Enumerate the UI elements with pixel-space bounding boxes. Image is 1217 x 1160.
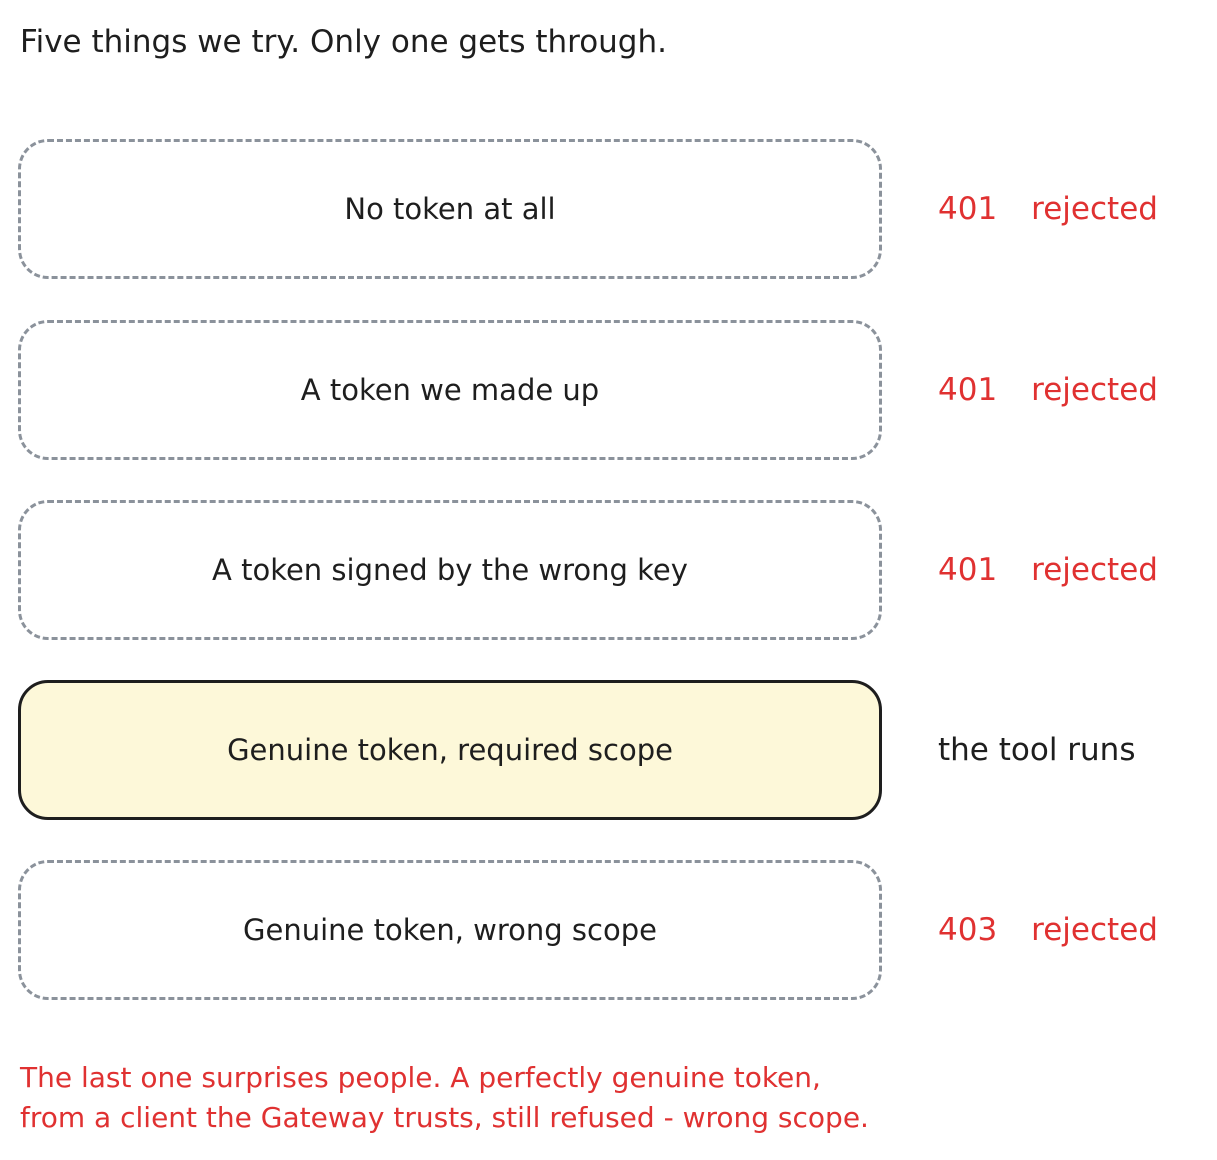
- status-text: the tool runs: [938, 732, 1136, 768]
- outcome-wrong-scope: 403 rejected: [938, 860, 1158, 1000]
- status-text: rejected: [1031, 912, 1158, 948]
- attempt-box-wrong-key: A token signed by the wrong key: [18, 500, 882, 640]
- attempt-label: Genuine token, required scope: [227, 733, 673, 767]
- outcome-made-up-token: 401 rejected: [938, 320, 1158, 460]
- attempt-box-wrong-scope: Genuine token, wrong scope: [18, 860, 882, 1000]
- footnote: The last one surprises people. A perfect…: [20, 1058, 869, 1138]
- attempt-label: A token we made up: [300, 373, 600, 407]
- outcome-no-token: 401 rejected: [938, 139, 1158, 279]
- footnote-line-2: from a client the Gateway trusts, still …: [20, 1101, 869, 1134]
- outcome-required-scope: the tool runs: [938, 680, 1135, 820]
- diagram-title: Five things we try. Only one gets throug…: [20, 24, 667, 60]
- status-code: 401: [938, 372, 998, 408]
- attempt-box-required-scope: Genuine token, required scope: [18, 680, 882, 820]
- status-text: rejected: [1031, 552, 1158, 588]
- status-code: 401: [938, 191, 998, 227]
- outcome-wrong-key: 401 rejected: [938, 500, 1158, 640]
- status-code: 401: [938, 552, 998, 588]
- attempt-box-no-token: No token at all: [18, 139, 882, 279]
- attempt-label: A token signed by the wrong key: [212, 553, 688, 587]
- attempt-box-made-up-token: A token we made up: [18, 320, 882, 460]
- footnote-line-1: The last one surprises people. A perfect…: [20, 1061, 821, 1094]
- status-text: rejected: [1031, 191, 1158, 227]
- attempt-label: No token at all: [344, 192, 556, 226]
- status-text: rejected: [1031, 372, 1158, 408]
- status-code: 403: [938, 912, 998, 948]
- attempt-label: Genuine token, wrong scope: [243, 913, 657, 947]
